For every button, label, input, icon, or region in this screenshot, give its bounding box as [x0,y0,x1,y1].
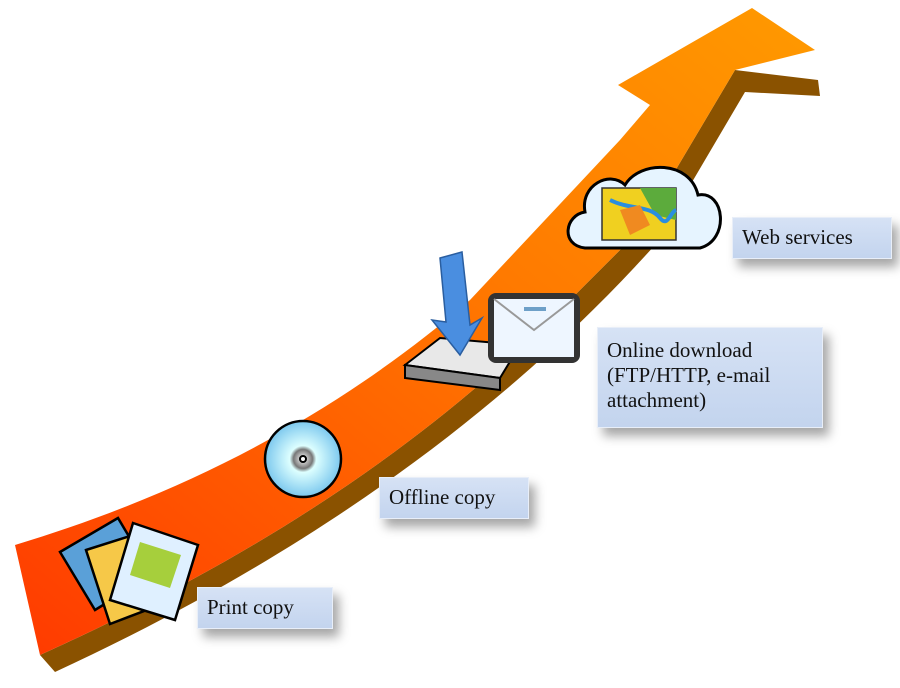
arrow-face [15,8,815,655]
label-offline-copy: Offline copy [379,477,529,519]
photos-icon [58,516,200,626]
label-online-download: Online download (FTP/HTTP, e-mail attach… [597,327,823,428]
label-print-copy: Print copy [197,587,333,629]
cd-icon [263,419,343,499]
label-web-services: Web services [732,217,892,259]
envelope-icon [488,293,580,363]
cloud-map-icon [566,165,722,250]
